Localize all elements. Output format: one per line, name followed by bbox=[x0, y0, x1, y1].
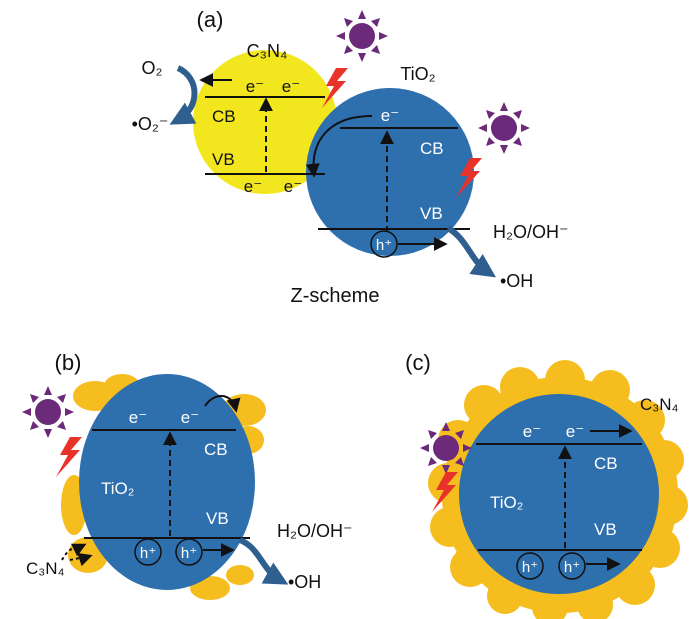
panel-b-label: (b) bbox=[55, 350, 82, 375]
c3n4-pointer-arrow bbox=[69, 552, 93, 567]
hole-label: h⁺ bbox=[522, 559, 538, 576]
lightning-icon bbox=[56, 437, 82, 477]
tio2-cb-label: CB bbox=[594, 454, 618, 473]
tio2-vb-label: VB bbox=[594, 520, 617, 539]
sun-icon bbox=[336, 10, 388, 62]
electron-label: e⁻ bbox=[284, 177, 302, 196]
electron-label: e⁻ bbox=[523, 422, 541, 441]
tio2-vb-label: VB bbox=[420, 204, 443, 223]
panel-b: (b) e⁻ e⁻ CB TiO₂ VB h⁺ h⁺ H₂O/OH⁻ bbox=[22, 350, 353, 600]
panel-c-label: (c) bbox=[405, 350, 431, 375]
z-scheme-label: Z-scheme bbox=[291, 285, 380, 307]
tio2-particle bbox=[79, 374, 255, 590]
o2-label: O₂ bbox=[142, 58, 163, 78]
electron-transfer-arrow bbox=[204, 395, 241, 413]
oh-radical-label: •OH bbox=[288, 572, 321, 592]
c3n4-label: C₃N₄ bbox=[247, 41, 288, 61]
h2o-oh-label: H₂O/OH⁻ bbox=[493, 222, 569, 242]
tio2-label: TiO₂ bbox=[101, 479, 134, 498]
electron-label: e⁻ bbox=[181, 408, 199, 427]
tio2-label: TiO₂ bbox=[490, 493, 523, 512]
hole-circle bbox=[370, 230, 398, 258]
z-scheme-transfer-arrow bbox=[305, 115, 373, 178]
electron-label: e⁻ bbox=[129, 408, 147, 427]
electron-label: e⁻ bbox=[244, 177, 262, 196]
tio2-label: TiO₂ bbox=[400, 64, 435, 84]
hole-label: h⁺ bbox=[564, 559, 580, 576]
sun-icon bbox=[478, 102, 530, 154]
hole-label: h⁺ bbox=[140, 545, 156, 562]
electron-label: e⁻ bbox=[246, 77, 264, 96]
oxidation-arrow bbox=[446, 225, 496, 278]
electron-label: e⁻ bbox=[566, 422, 584, 441]
panel-c: (c) C₃N₄ e⁻ e⁻ bbox=[405, 350, 688, 619]
hole-label: h⁺ bbox=[181, 545, 197, 562]
panel-a-label: (a) bbox=[197, 7, 224, 32]
tio2-vb-label: VB bbox=[206, 509, 229, 528]
hole-circle bbox=[558, 552, 586, 580]
c3n4-label: C₃N₄ bbox=[640, 395, 678, 414]
oxidation-arrow bbox=[238, 537, 289, 585]
hole-label: h⁺ bbox=[376, 237, 392, 254]
c3n4-cb-label: CB bbox=[212, 107, 236, 126]
tio2-particle bbox=[306, 88, 474, 256]
sun-icon bbox=[22, 386, 74, 438]
hole-circle bbox=[516, 552, 544, 580]
hole-circle bbox=[175, 538, 203, 566]
o2-reduction-arrow bbox=[169, 65, 198, 125]
c3n4-vb-label: VB bbox=[212, 150, 235, 169]
oh-radical-label: •OH bbox=[500, 271, 533, 291]
c3n4-label: C₃N₄ bbox=[26, 559, 64, 578]
h2o-oh-label: H₂O/OH⁻ bbox=[277, 521, 353, 541]
panel-a: (a) C₃N₄ TiO₂ e⁻ e⁻ CB VB e⁻ e⁻ e⁻ CB VB bbox=[132, 7, 569, 307]
electron-label: e⁻ bbox=[381, 106, 399, 125]
electron-label: e⁻ bbox=[282, 77, 300, 96]
o2-radical-label: •O₂⁻ bbox=[132, 114, 169, 134]
hole-circle bbox=[134, 538, 162, 566]
tio2-cb-label: CB bbox=[204, 440, 228, 459]
c3n4-pointer-arrow bbox=[61, 543, 87, 561]
tio2-cb-label: CB bbox=[420, 139, 444, 158]
